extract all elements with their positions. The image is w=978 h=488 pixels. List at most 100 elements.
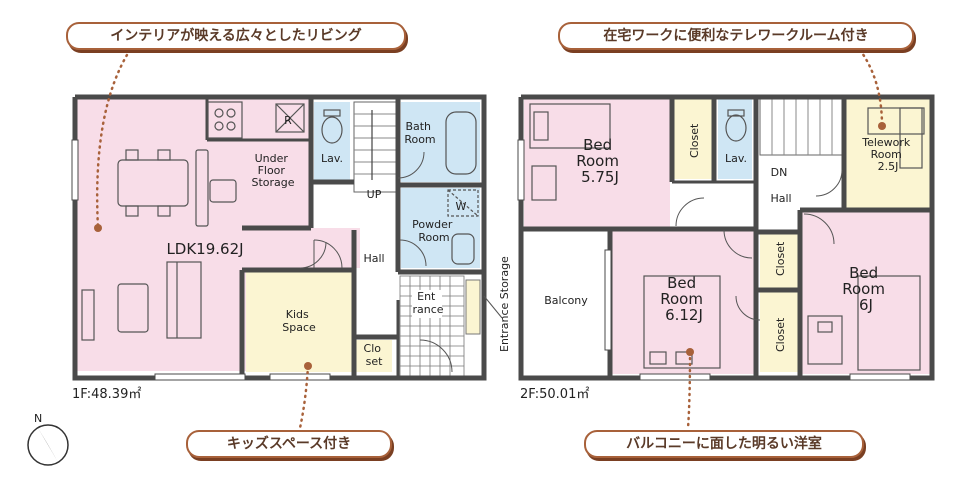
furniture-2f [529,103,925,371]
bath-area [401,102,480,182]
svg-text:Under Floor Storag: Under Floor Storage [251,152,294,189]
room-label-powder-1: Powder [412,218,453,231]
closet-c-area [760,292,798,372]
balcony-area [524,232,608,372]
powder-area [401,188,480,268]
svg-text:Lav.: Lav. [725,152,747,165]
floor1-area-label: 1F:48.39㎡ [72,387,141,402]
stair-up-label: UP [367,188,382,201]
svg-text:W: W [456,200,467,213]
svg-text:2F:50.01㎡: 2F:50.01㎡ [520,387,589,402]
room-label-bed2-1: Bed [667,274,696,292]
room-label-powder-2: Room [418,231,449,244]
stair-1f [353,101,397,193]
room-label-bath-1: Bath [405,120,431,133]
bed3-area [802,212,930,374]
svg-text:Powder Room: Powder Room [412,218,456,244]
room-label-bed1-1: Bed [583,136,612,154]
svg-text:DN: DN [771,166,788,179]
room-label-telework-2: Room [871,148,902,161]
svg-text:N: N [34,412,42,425]
svg-text:Bath Room: Bath Room [404,120,435,146]
room-label-lav-1f: Lav. [321,152,343,165]
compass-north-label: N [34,412,42,425]
lav-area-2f [718,99,752,179]
room-label-entrance-1: Ent [417,290,436,303]
room-label-under-floor-storage-3: Storage [251,176,294,189]
entrance-tiles [399,275,465,377]
room-label-bed1-3: 5.75J [581,168,619,186]
room-label-bed2-2: Room [660,290,703,308]
kitchen [195,101,305,227]
dining-set [117,149,189,217]
room-label-ldk: LDK19.62J [166,240,243,258]
doors-1f [299,151,453,373]
room-label-hall-1f: Hall [363,252,384,265]
room-label-under-floor-storage-2: Floor [258,164,286,177]
entrance-storage-label: Entrance Storage [498,256,511,352]
svg-text:LDK19.62J: LDK19.62J [166,240,243,258]
svg-text:Kids Space: Kids Space [282,308,316,334]
room-label-bath-2: Room [404,133,435,146]
room-label-telework-1: Telework [861,136,911,149]
room-label-kids-1: Kids [286,308,309,321]
svg-text:1F:48.39㎡: 1F:48.39㎡ [72,387,141,402]
room-label-closet-b: Closet [774,241,787,276]
leader-dots [94,122,886,370]
svg-text:Balcony: Balcony [544,294,588,307]
room-label-bed1-2: Room [576,152,619,170]
entrance-storage-shelf [465,279,481,335]
svg-text:Ent rance: Ent rance [412,290,443,316]
svg-text:Hall: Hall [363,252,384,265]
leader-lines [95,48,884,430]
closet-b-area [760,232,798,288]
callout-telework-feature: 在宅ワークに便利なテレワークルーム付き [558,22,914,50]
entrance-label-bg [412,290,442,318]
room-label-telework-3: 2.5J [878,160,899,173]
room-label-bed3-1: Bed [849,264,878,282]
washer-label: W [456,200,467,213]
closet-a-area [672,99,712,179]
svg-text:Hall: Hall [770,192,791,205]
ldk-lower-right [240,228,360,268]
telework-area [846,99,930,209]
room-label-closet-1f-1: Clo [364,342,382,355]
compass-needle-icon [38,428,58,462]
callout-balcony-room-feature: バルコニーに面した明るい洋室 [584,430,864,458]
kids-space-area [246,272,352,372]
stair-dn-label: DN [771,166,788,179]
room-label-bed3-3: 6J [859,296,873,314]
room-label-closet-a: Closet [688,123,701,158]
walls-1f [72,94,487,381]
compass: N [27,412,69,466]
stair-2f [759,98,843,156]
svg-text:R: R [284,114,292,127]
bath-fixtures [321,109,479,265]
room-label-bed3-2: Room [842,280,885,298]
svg-text:Telework Room 2.5J: Telework Room 2.5J [861,136,914,173]
floor2-area-label: 2F:50.01㎡ [520,387,589,402]
room-label-kids-2: Space [282,321,316,334]
floor-1: LDK19.62J Under Floor Storage R Lav. Bat… [71,94,487,402]
svg-text:Clo set: Clo set [364,342,385,368]
room-label-under-floor-storage-1: Under [255,152,289,165]
callout-ldk-feature: インテリアが映える広々としたリビング [66,22,406,50]
room-label-hall-2f: Hall [770,192,791,205]
svg-text:Bed Room 6J: Bed Room 6J [842,264,890,314]
svg-text:Lav.: Lav. [321,152,343,165]
room-label-lav-2f: Lav. [725,152,747,165]
doors-2f [675,169,843,321]
room-label-bed2-3: 6.12J [665,306,703,324]
svg-text:Bed Room 5.75J: Bed Room 5.75J [576,136,624,186]
sofa [81,261,202,341]
room-label-closet-1f-2: set [366,355,383,368]
fridge-label: R [284,114,292,127]
closet-1f-area [356,340,392,372]
room-label-balcony: Balcony [544,294,588,307]
room-label-entrance-2: rance [412,303,443,316]
room-label-closet-c: Closet [774,317,787,352]
lav-area-1f [314,102,350,180]
svg-text:Bed Room 6.12J: Bed Room 6.12J [660,274,708,324]
bed2-area [612,230,756,374]
